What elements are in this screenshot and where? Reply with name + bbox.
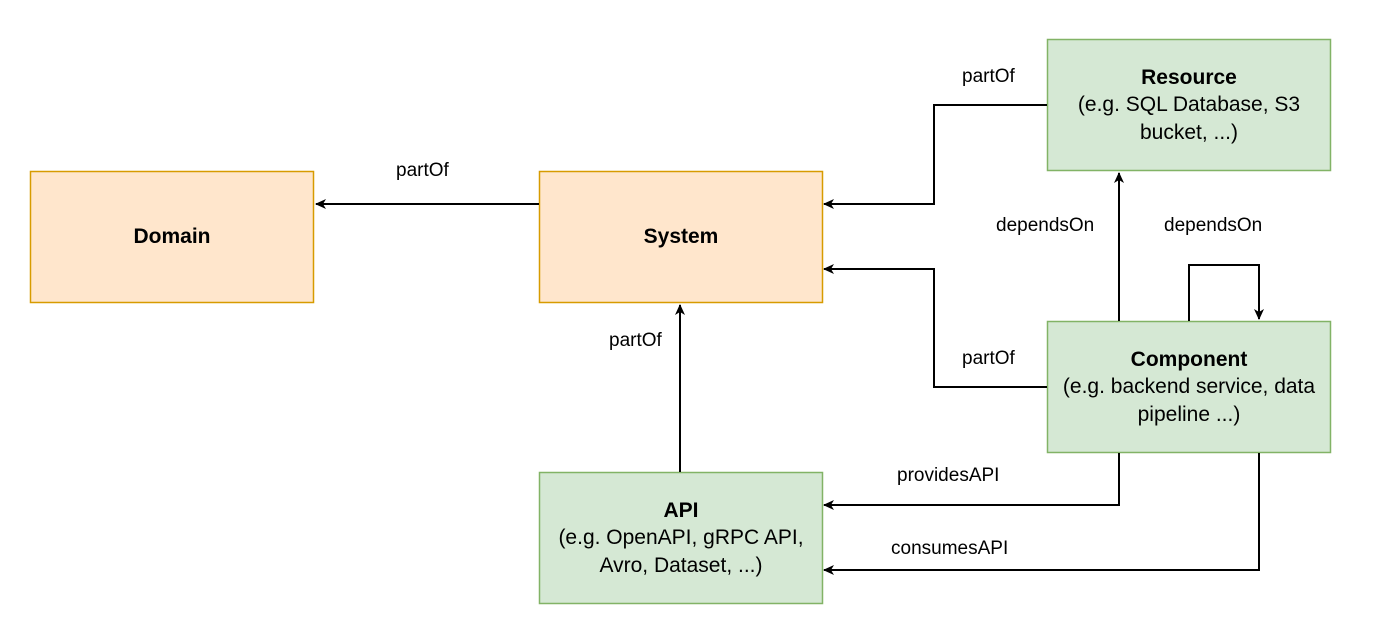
- domain-title: Domain: [133, 225, 211, 249]
- resource-description: (e.g. SQL Database, S3 bucket, ...): [1077, 93, 1301, 144]
- edge-component-provides-api: [823, 453, 1120, 510]
- edge-component-consumes-api: [823, 453, 1260, 575]
- domain-node: Domain: [30, 171, 314, 303]
- component-box: [1046, 320, 1332, 454]
- resource-box: [1046, 38, 1332, 172]
- edge-label-providesapi: providesAPI: [897, 465, 1000, 486]
- component-title: Component: [1130, 348, 1248, 372]
- edge-label-system-partof: partOf: [396, 160, 449, 181]
- edge-label-api-partof: partOf: [609, 330, 662, 351]
- api-node: API (e.g. OpenAPI, gRPC API, Avro, Datas…: [539, 472, 823, 604]
- edge-label-component-partof: partOf: [962, 348, 1015, 369]
- resource-node: Resource (e.g. SQL Database, S3 bucket, …: [1047, 39, 1331, 171]
- resource-title: Resource: [1141, 66, 1237, 90]
- component-description: (e.g. backend service, data pipeline ...…: [1062, 375, 1316, 426]
- edge-label-component-dependson-resource: dependsOn: [996, 215, 1095, 236]
- edge-label-consumesapi: consumesAPI: [891, 538, 1009, 559]
- api-title: API: [663, 499, 699, 523]
- api-description: (e.g. OpenAPI, gRPC API, Avro, Dataset, …: [558, 526, 804, 577]
- component-node: Component (e.g. backend service, data pi…: [1047, 321, 1331, 453]
- api-box: [538, 471, 824, 605]
- system-title: System: [643, 225, 719, 249]
- domain-box: [29, 170, 315, 304]
- edge-label-component-dependson-self: dependsOn: [1164, 215, 1263, 236]
- edge-label-resource-partof: partOf: [962, 66, 1015, 87]
- system-node: System: [539, 171, 823, 303]
- edge-resource-to-system: [823, 104, 1047, 209]
- system-box: [538, 170, 824, 304]
- edge-component-self: [1188, 264, 1264, 321]
- edge-component-to-system: [823, 264, 1047, 388]
